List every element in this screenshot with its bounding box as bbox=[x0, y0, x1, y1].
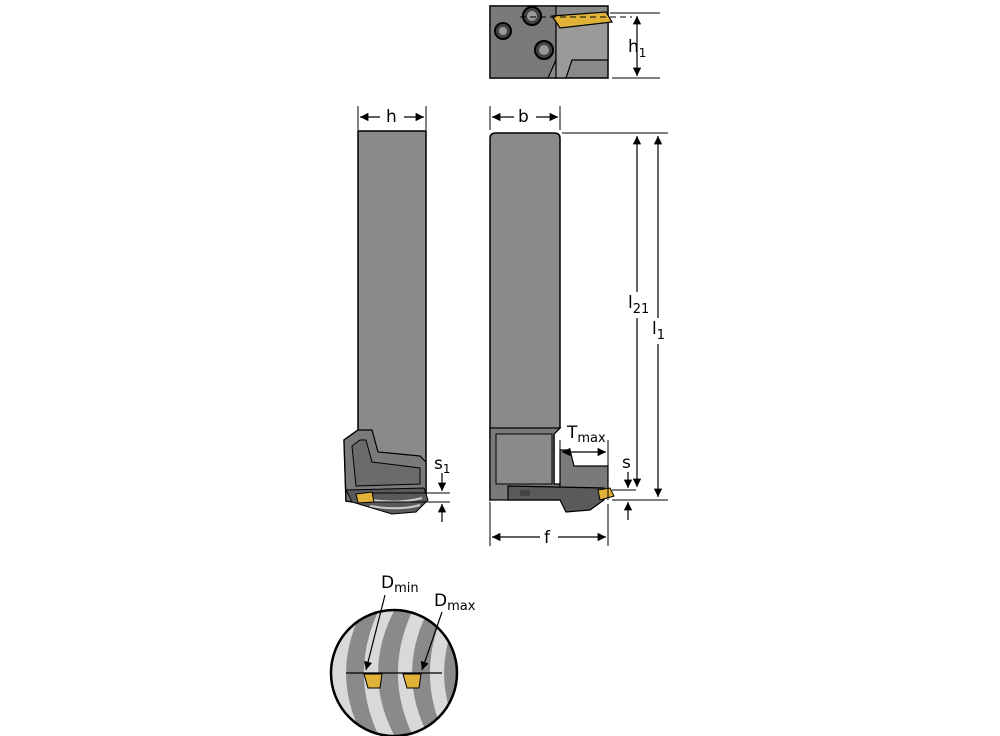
tmax-label: Tmax bbox=[566, 423, 606, 446]
l21-label: l21 bbox=[628, 293, 649, 317]
dmax-label: Dmax bbox=[434, 591, 476, 614]
top-view-insert bbox=[550, 11, 613, 29]
front-view-blade bbox=[507, 485, 605, 513]
side-view-insert bbox=[355, 491, 375, 504]
front-view-insert bbox=[597, 487, 615, 501]
dmin-leader bbox=[363, 594, 386, 671]
face-groove-detail: Dmin Dmax bbox=[329, 573, 476, 736]
dmax-leader bbox=[420, 611, 443, 671]
l1-label: l1 bbox=[652, 319, 665, 343]
insert-dmin bbox=[363, 673, 383, 689]
insert-dmax bbox=[402, 673, 422, 689]
front-view-shank bbox=[489, 132, 561, 501]
s1-label: s1 bbox=[434, 454, 451, 476]
side-view: h s1 bbox=[343, 106, 451, 522]
h-label: h bbox=[386, 107, 397, 127]
f-label: f bbox=[544, 528, 551, 548]
front-view: b Tmax s l21 l1 f bbox=[489, 106, 670, 548]
top-view: h1 bbox=[489, 5, 660, 79]
b-label: b bbox=[518, 107, 529, 127]
s-label: s bbox=[622, 453, 631, 473]
h1-label: h1 bbox=[628, 37, 646, 60]
dmin-label: Dmin bbox=[381, 573, 419, 596]
